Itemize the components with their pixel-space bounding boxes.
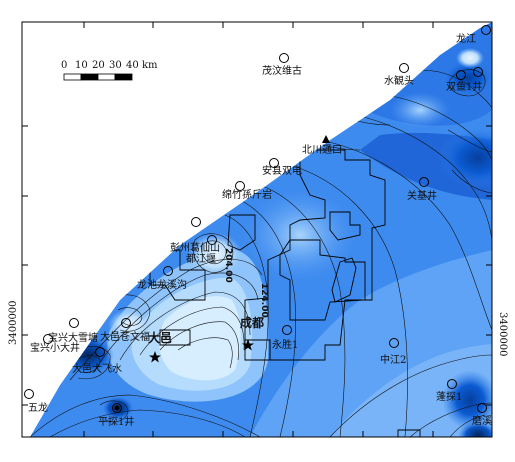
station-markers <box>24 25 491 413</box>
place-label-beichuan: 北川通口 <box>302 144 342 156</box>
scale-tick-40: 40 <box>126 60 139 71</box>
coord-label-right: 3400000 <box>497 312 508 357</box>
station-marker <box>282 325 292 335</box>
scale-tick-10: 10 <box>75 60 88 71</box>
station-marker <box>163 266 173 276</box>
fault-arrow-icon <box>322 135 330 143</box>
station-marker <box>235 181 245 191</box>
place-label-dujiangyan: 都江堰 <box>186 253 216 265</box>
place-label-yongsheng: 永胜1 <box>272 338 298 351</box>
place-label-pengzhou: 彭州葛仙山 <box>170 241 220 254</box>
place-label-mianzhu: 绵竹孫斤岩 <box>222 188 272 201</box>
scale-tick-0: 0 <box>61 60 67 71</box>
frame-ticks <box>22 22 492 437</box>
station-marker <box>473 67 483 77</box>
place-label-chengdu: 成都 <box>240 315 264 330</box>
station-marker <box>399 63 409 73</box>
station-marker <box>112 403 122 413</box>
place-label-longchi: 龙池龙溪沟 <box>137 278 187 291</box>
contour-lines <box>30 69 492 437</box>
station-marker <box>95 347 105 357</box>
station-marker <box>24 389 34 399</box>
station-marker <box>389 338 399 348</box>
station-marker <box>69 318 79 328</box>
station-marker <box>481 25 491 35</box>
place-label-wulong: 五龙 <box>28 401 48 414</box>
place-label-moxi: 磨溪 <box>472 415 492 427</box>
place-label-dayi-feishui: 大邑大飞水 <box>72 362 122 375</box>
structure-outlines <box>149 149 421 437</box>
city-star-icon <box>242 339 254 351</box>
place-label-shuangjiang: 双鱼1井 <box>446 80 482 93</box>
city-markers <box>149 339 254 363</box>
place-label-maowen: 茂汶维古 <box>262 64 302 77</box>
station-marker <box>207 235 217 245</box>
place-label-shuiguantou: 水観头 <box>384 74 414 87</box>
no-data-area <box>22 22 492 437</box>
station-marker <box>114 405 120 411</box>
city-star-icon <box>149 351 161 363</box>
place-label-pengtan: 蓬探1 <box>436 390 462 403</box>
scale-tick-30: 30 <box>109 60 122 71</box>
place-label-longjiang: 龙江 <box>456 32 476 45</box>
place-label-dayi: 大邑 <box>148 330 172 345</box>
station-marker <box>43 334 53 344</box>
station-marker <box>456 70 466 80</box>
scale-bar: 0 10 20 30 40 km <box>61 60 158 81</box>
station-marker <box>269 158 279 168</box>
place-label-zhongjiang: 中江2 <box>380 353 406 366</box>
coord-label-left: 3400000 <box>8 300 19 345</box>
station-marker <box>121 318 131 328</box>
place-label-guanji: 关基井 <box>407 189 437 202</box>
place-label-baoxing2: 宝兴小大井 <box>30 341 80 354</box>
scale-unit: km <box>142 60 158 71</box>
scale-tick-20: 20 <box>92 60 105 71</box>
station-marker <box>419 177 429 187</box>
place-label-baoxing: 宝兴大雪塘 <box>48 331 98 344</box>
station-marker <box>447 379 457 389</box>
station-marker <box>279 53 289 63</box>
contour-label-124: 124.00 <box>259 283 269 318</box>
station-marker <box>477 403 487 413</box>
map-border <box>21 21 493 438</box>
station-marker <box>191 217 201 227</box>
contour-label-204: 204.00 <box>223 248 233 283</box>
place-label-pingtan: 平探1井 <box>98 415 134 428</box>
place-label-dayi-cangbai: 大邑苍文福 <box>100 330 150 343</box>
place-label-anxian: 安县双电 <box>262 164 302 177</box>
